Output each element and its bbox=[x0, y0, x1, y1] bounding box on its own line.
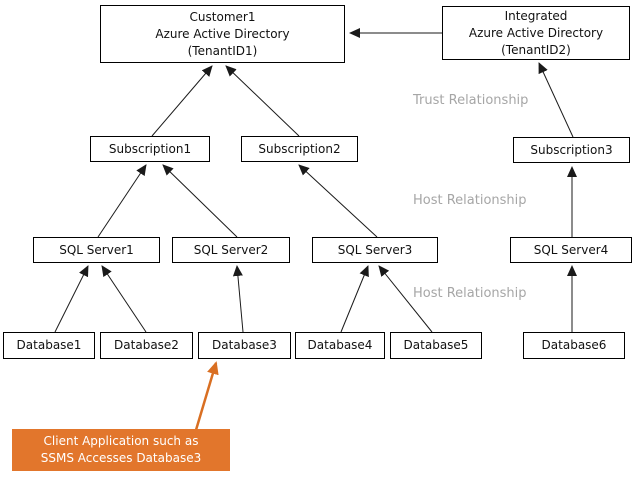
callout-line1: Client Application such as bbox=[43, 434, 199, 448]
edge-sqlserver3-to-subscription2 bbox=[298, 164, 378, 238]
node-sqlserver2: SQL Server2 bbox=[172, 237, 290, 263]
edge-subscription2-to-customer-aad bbox=[225, 65, 300, 137]
node-integrated-aad-line1: Integrated bbox=[504, 8, 568, 23]
node-integrated-aad-line2: Azure Active Directory bbox=[468, 25, 604, 40]
node-database6: Database6 bbox=[523, 332, 625, 359]
node-database5: Database5 bbox=[390, 332, 482, 359]
node-customer-aad-line1: Customer1 bbox=[189, 9, 256, 24]
node-sqlserver4: SQL Server4 bbox=[510, 237, 632, 263]
label-trust-relationship: Trust Relationship bbox=[413, 93, 529, 108]
node-sqlserver3: SQL Server3 bbox=[312, 237, 438, 263]
node-subscription3: Subscription3 bbox=[513, 137, 630, 163]
node-sqlserver1: SQL Server1 bbox=[33, 237, 160, 263]
callout-line2: SSMS Accesses Database3 bbox=[40, 451, 202, 465]
edge-database4-to-sqlserver3 bbox=[340, 265, 369, 333]
node-customer-aad-line3: (TenantID1) bbox=[187, 43, 258, 58]
node-customer-aad-line2: Azure Active Directory bbox=[155, 26, 290, 41]
label-host-relationship-lower: Host Relationship bbox=[413, 286, 527, 301]
node-database2: Database2 bbox=[100, 332, 193, 359]
edge-sqlserver2-to-subscription1 bbox=[162, 164, 238, 238]
node-integrated-aad: Integrated Azure Active Directory (Tenan… bbox=[442, 6, 630, 60]
node-subscription1: Subscription1 bbox=[90, 136, 210, 162]
edge-sqlserver1-to-subscription1 bbox=[97, 164, 147, 238]
node-customer-aad: Customer1 Azure Active Directory (Tenant… bbox=[100, 5, 345, 63]
node-database4: Database4 bbox=[295, 332, 385, 359]
label-host-relationship-upper: Host Relationship bbox=[413, 193, 527, 208]
edge-callout-to-database3 bbox=[194, 361, 219, 431]
edge-database3-to-sqlserver2 bbox=[232, 265, 244, 333]
node-integrated-aad-line3: (TenantID2) bbox=[501, 42, 571, 57]
node-database1: Database1 bbox=[3, 332, 95, 359]
edge-subscription1-to-customer-aad bbox=[151, 65, 213, 137]
edge-database2-to-sqlserver1 bbox=[101, 265, 147, 333]
edge-database1-to-sqlserver1 bbox=[54, 265, 89, 333]
node-database3: Database3 bbox=[198, 332, 291, 359]
edge-subscription3-to-integrated-aad bbox=[538, 62, 574, 138]
node-subscription2: Subscription2 bbox=[241, 136, 358, 162]
callout-client-application: Client Application such as SSMS Accesses… bbox=[12, 429, 230, 471]
